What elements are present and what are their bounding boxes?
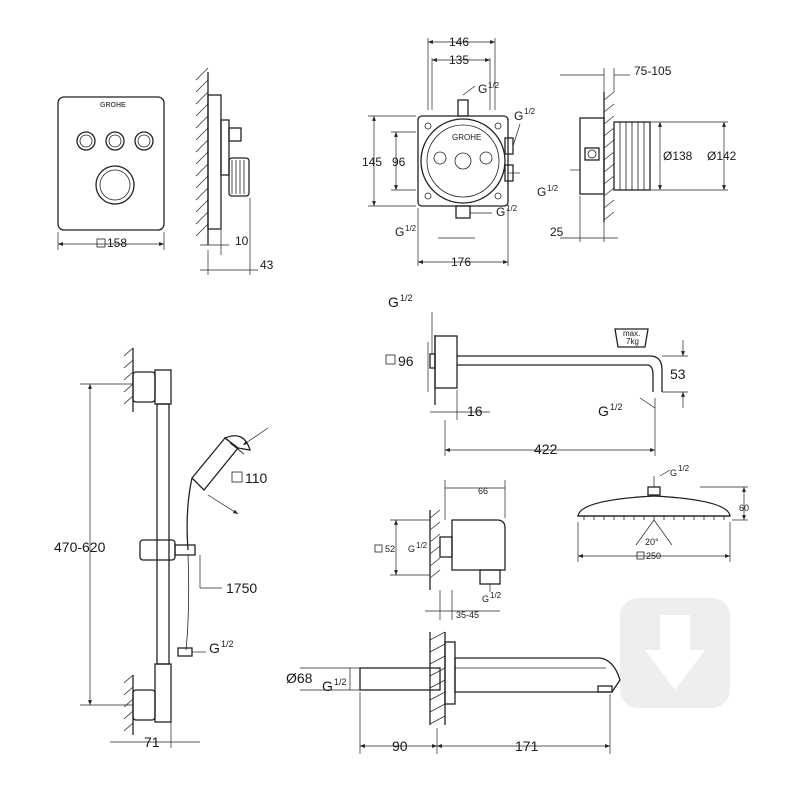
box-width-146-label: 146: [449, 35, 469, 49]
diameter-142-label: Ø142: [707, 149, 737, 163]
thread-elbow-left-label: G: [408, 544, 415, 554]
shower-arm: max. 7kg 96 G 1/2 53 16 G 1/2 422: [385, 293, 688, 457]
thread-frac-label: 1/2: [547, 184, 559, 193]
box-height-145-label: 145: [362, 155, 382, 169]
panel-depth-10-label: 10: [235, 234, 249, 248]
thread-elbow-bottom-label: G: [482, 594, 489, 604]
thread-top-label: G: [478, 82, 487, 96]
box-width-135-label: 135: [449, 53, 469, 67]
thermostat-panel-side-view: 10 43: [195, 67, 274, 275]
thread-spout-label: G: [322, 678, 333, 694]
thread-frac-label: 1/2: [334, 677, 347, 687]
box-base-176-label: 176: [451, 255, 471, 269]
button-icon: [76, 131, 96, 151]
arm-flange-96-label: 96: [398, 353, 414, 369]
button-icon: [105, 131, 125, 151]
thread-frac-label: 1/2: [610, 402, 623, 412]
side-25-label: 25: [550, 225, 564, 239]
thermostat-panel-front-view: GROHE 158: [57, 96, 165, 250]
brand-logo: GROHE: [100, 102, 126, 109]
spout-90-label: 90: [392, 738, 408, 754]
rain-shower-head: G 1/2 60 20° 250: [577, 464, 749, 562]
thread-frac-label: 1/2: [506, 204, 518, 213]
panel-depth-43-label: 43: [260, 258, 274, 272]
panel-width-label: 158: [107, 236, 127, 250]
elbow-52-label: 52: [385, 544, 395, 554]
diameter-138-label: Ø138: [663, 149, 693, 163]
thermostat-knob-icon: [95, 165, 135, 205]
head-250-label: 250: [646, 551, 661, 561]
thread-frac-label: 1/2: [221, 639, 234, 649]
elbow-range-label: 35-45: [456, 610, 479, 620]
rail-height-label: 470-620: [54, 539, 106, 555]
bath-spout: Ø68 G 1/2 90 171: [286, 631, 621, 754]
thread-frac-label: 1/2: [490, 591, 502, 600]
hose-nut-icon: [177, 647, 193, 657]
elbow-66-label: 66: [478, 486, 488, 496]
spout-171-label: 171: [515, 738, 539, 754]
thread-right-top-label: G: [514, 109, 523, 123]
arm-16-label: 16: [467, 403, 483, 419]
thread-hose-label: G: [209, 640, 220, 656]
arm-drop-53-label: 53: [670, 366, 686, 382]
side-depth-label: 75-105: [634, 64, 672, 78]
max-load-weight-icon: [614, 328, 649, 348]
wall-elbow: 66 52 G 1/2 G 1/2 35-45: [374, 480, 506, 620]
thread-bottom-right-label: G: [496, 205, 505, 219]
watermark-icon: [620, 598, 730, 708]
box-height-96-label: 96: [392, 155, 406, 169]
shower-rail-set: 1750 G 1/2 110 470-620 71: [54, 347, 269, 750]
concealed-box-front-view: GROHE 146 135 G 1/2 G 1/2 G 1/2 G 1/2 14…: [362, 35, 536, 269]
thread-frac-label: 1/2: [678, 464, 690, 473]
head-angle-label: 20°: [645, 537, 659, 547]
thread-head-label: G: [670, 468, 677, 478]
thread-bottom-left-label: G: [395, 225, 404, 239]
arm-length-422-label: 422: [534, 441, 558, 457]
spout-diameter-label: Ø68: [286, 670, 313, 686]
thread-frac-label: 1/2: [405, 224, 417, 233]
rail-depth-label: 71: [144, 734, 160, 750]
hose-length-label: 1750: [226, 580, 257, 596]
hand-shower-110-label: 110: [245, 470, 268, 486]
box-brand-logo: GROHE: [452, 133, 481, 142]
thread-frac-label: 1/2: [524, 107, 536, 116]
thread-frac-label: 1/2: [416, 541, 428, 550]
thread-arm-label: G: [388, 294, 399, 310]
thread-frac-label: 1/2: [488, 81, 500, 90]
thread-frac-label: 1/2: [400, 293, 413, 303]
button-icon: [134, 131, 154, 151]
head-60-label: 60: [739, 503, 749, 513]
thread-arm-end-label: G: [598, 403, 609, 419]
thread-side-label: G: [537, 185, 546, 199]
concealed-box-side-view: Ø138 Ø142 75-105 G 1/2 25: [537, 64, 737, 242]
load-label-line1: max.: [623, 329, 640, 338]
load-label-line2: 7kg: [626, 337, 639, 346]
